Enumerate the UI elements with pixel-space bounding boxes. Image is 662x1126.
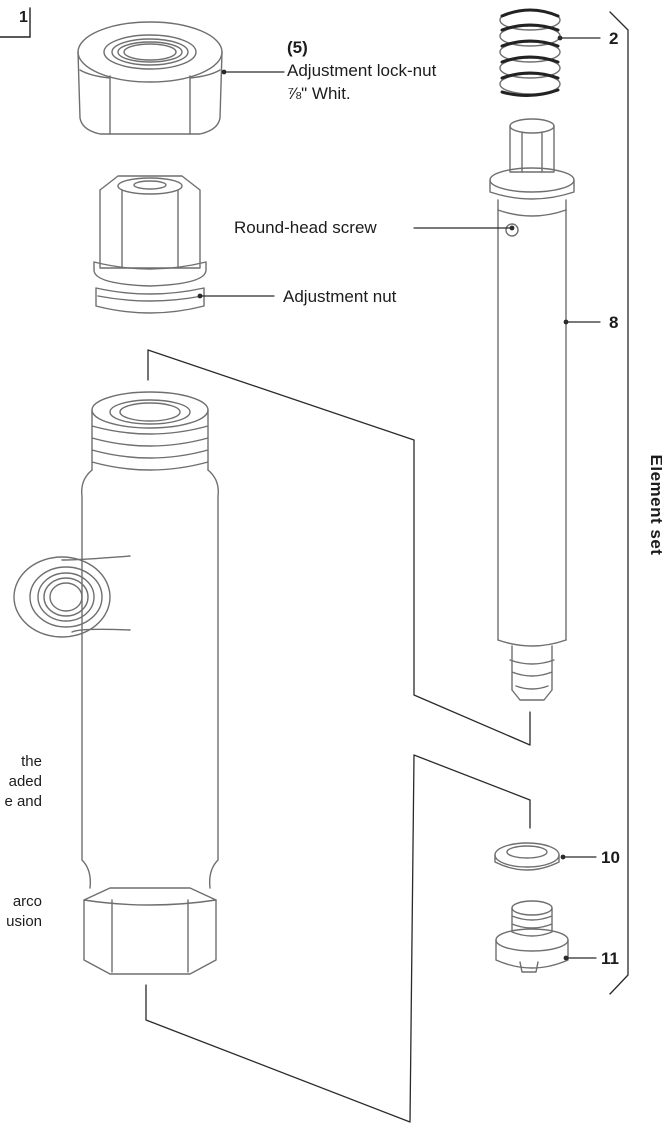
lock-nut-thread: ⅞" Whit.	[287, 84, 351, 103]
washer-number: 10	[601, 848, 620, 867]
cut-text-line-5: usion	[6, 913, 42, 930]
cut-text-line-1: the	[21, 753, 42, 770]
assembly-lines	[145, 349, 531, 1123]
lock-nut-drawing	[77, 21, 223, 135]
round-head-screw-label: Round-head screw	[234, 218, 377, 237]
element-set-label: Element set	[647, 454, 662, 556]
lock-nut-label: Adjustment lock-nut	[287, 61, 437, 80]
washer-drawing	[494, 842, 560, 871]
plug-number: 11	[601, 949, 619, 968]
cut-text-line-3: e and	[4, 793, 42, 810]
adjustment-nut-drawing	[93, 175, 207, 314]
spring-drawing	[499, 8, 561, 97]
element-number: 8	[609, 313, 619, 332]
leader-lines	[199, 37, 601, 959]
element-drawing	[489, 118, 575, 701]
cut-text-line-2: aded	[8, 773, 42, 790]
plug-drawing	[495, 900, 569, 973]
page-marker: 1	[19, 9, 28, 26]
body-drawing	[13, 391, 219, 975]
spring-number: 2	[609, 29, 619, 48]
adjustment-nut-label: Adjustment nut	[283, 287, 397, 306]
element-set-bracket	[609, 11, 629, 995]
leader-dots	[197, 35, 569, 961]
cut-text-line-4: arco	[12, 893, 42, 910]
lock-nut-number: (5)	[287, 38, 308, 57]
